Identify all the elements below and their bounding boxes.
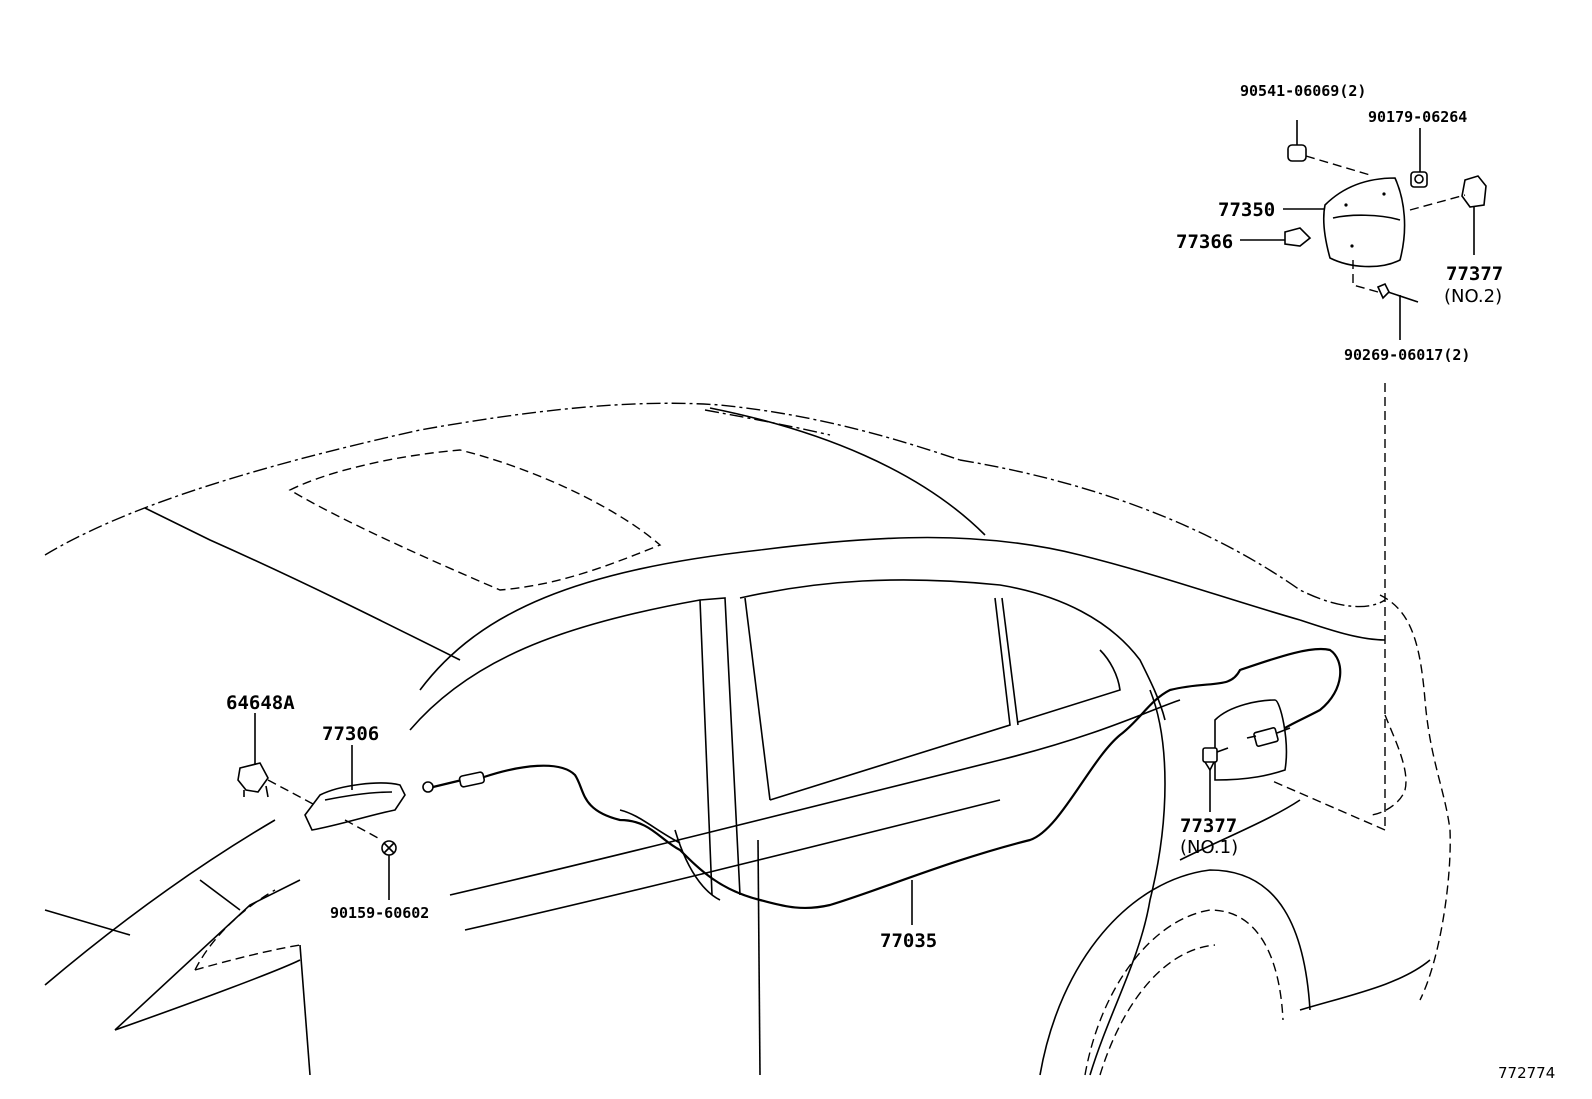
label-90269-06017: 90269-06017(2) xyxy=(1344,346,1470,364)
label-90159-60602: 90159-60602 xyxy=(330,904,429,922)
label-77377-no1: 77377 xyxy=(1180,815,1237,837)
fuel-lid-assembly xyxy=(1240,120,1487,340)
label-77306: 77306 xyxy=(322,723,379,745)
opener-cable-77035 xyxy=(422,647,1342,910)
label-77366: 77366 xyxy=(1176,231,1233,253)
label-64648a: 64648A xyxy=(226,692,295,714)
part-labels: 90541-06069(2) 90179-06264 77350 77366 7… xyxy=(226,82,1555,1082)
car-body-outline xyxy=(44,402,1451,1076)
fuel-lid-opening xyxy=(1214,699,1291,781)
label-77035: 77035 xyxy=(880,930,937,952)
opener-lever-assembly xyxy=(237,713,406,900)
label-77377-no2: 77377 xyxy=(1446,263,1503,285)
label-90541-06069: 90541-06069(2) xyxy=(1240,82,1366,100)
label-90179-06264: 90179-06264 xyxy=(1368,108,1467,126)
label-77350: 77350 xyxy=(1218,199,1275,221)
label-77377-no1-sub: (NO.1) xyxy=(1180,837,1238,858)
part-77377-no1 xyxy=(1202,747,1229,812)
diagram-id: 772774 xyxy=(1498,1064,1555,1082)
label-77377-no2-sub: (NO.2) xyxy=(1444,286,1502,307)
